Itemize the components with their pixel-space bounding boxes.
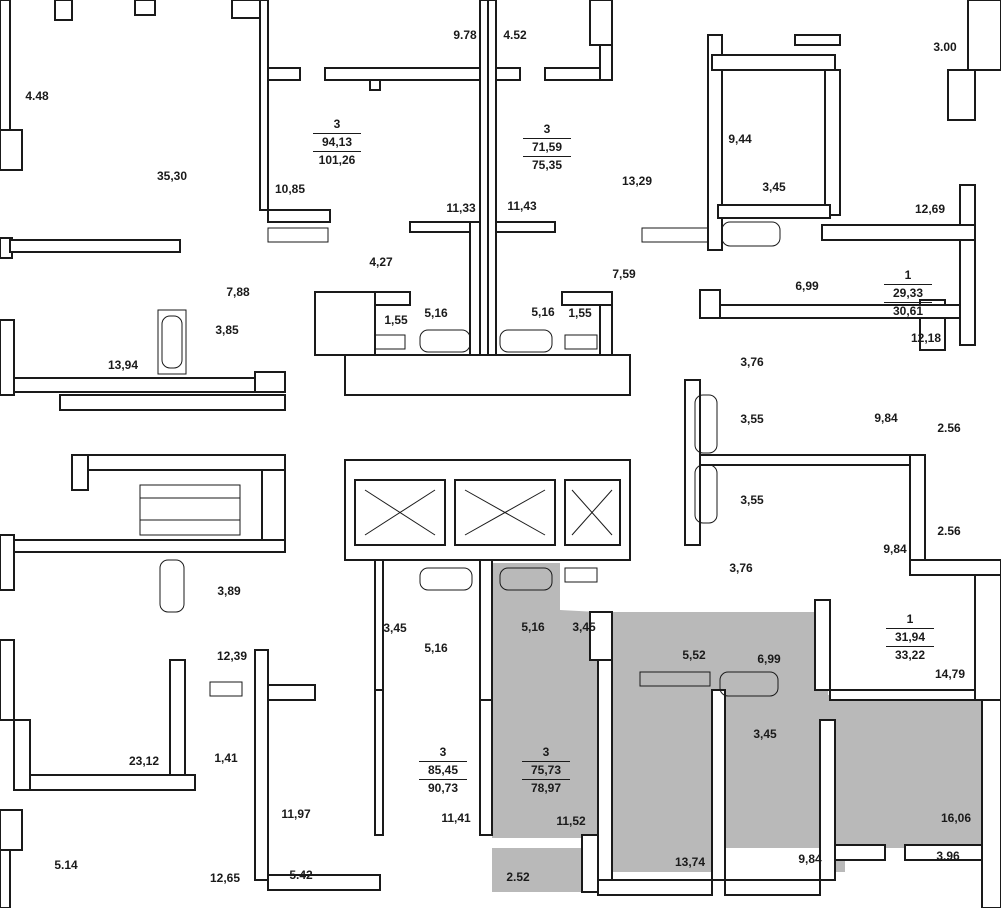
room-area-label: 3,76 (740, 355, 764, 369)
room-area-label: 9,44 (728, 132, 752, 146)
apartment-area-total: 33,22 (894, 648, 926, 662)
room-area-label: 9.78 (453, 28, 477, 42)
room-area-label: 3,55 (740, 493, 764, 507)
room-area-label: 13,94 (107, 358, 139, 372)
room-area-label: 3,45 (383, 621, 407, 635)
room-area-label: 1,41 (214, 751, 238, 765)
apartment-area: 85,45 (427, 763, 459, 777)
interior-walls (9, 0, 983, 896)
apartment-area: 31,94 (894, 630, 926, 644)
room-area-label: 12,39 (216, 649, 248, 663)
room-area-label: 23,12 (128, 754, 160, 768)
apartment-rooms: 3 (439, 745, 447, 759)
room-area-label: 12,18 (910, 331, 942, 345)
room-area-label: 3,76 (729, 561, 753, 575)
apartment-area: 29,33 (892, 286, 924, 300)
apartment-rooms: 1 (906, 612, 914, 626)
apartment-rooms: 3 (543, 122, 551, 136)
room-area-label: 5,16 (424, 641, 448, 655)
room-area-label: 14,79 (934, 667, 966, 681)
apartment-area-total: 90,73 (427, 781, 459, 795)
room-area-label: 1,55 (384, 313, 408, 327)
apartment-rooms: 3 (542, 745, 550, 759)
room-area-label: 4.48 (25, 89, 49, 103)
room-area-label: 2.52 (506, 870, 530, 884)
room-area-label: 13,29 (621, 174, 653, 188)
room-area-label: 7,59 (612, 267, 636, 281)
room-area-label: 3,45 (572, 620, 596, 634)
apartment-area: 75,73 (530, 763, 562, 777)
room-area-label: 16,06 (940, 811, 972, 825)
apartment-area-total: 78,97 (530, 781, 562, 795)
apartment-area-total: 30,61 (892, 304, 924, 318)
room-area-label: 11,52 (556, 814, 586, 828)
room-area-label: 3,85 (215, 323, 239, 337)
room-area-label: 4,27 (369, 255, 393, 269)
room-area-label: 9,84 (883, 542, 907, 556)
room-area-label: 5.42 (289, 868, 313, 882)
room-area-label: 12,65 (209, 871, 241, 885)
room-area-label: 3,89 (217, 584, 241, 598)
apartment-label: 1 31,94 33,22 (886, 612, 934, 663)
room-area-label: 3,45 (753, 727, 777, 741)
room-area-label: 6,99 (795, 279, 819, 293)
room-area-label: 9,84 (798, 852, 822, 866)
apartment-area-total: 101,26 (318, 153, 356, 167)
room-area-label: 2.56 (937, 421, 961, 435)
room-area-label: 11,33 (446, 201, 476, 215)
room-area-label: 5,16 (531, 305, 555, 319)
room-area-label: 1,55 (568, 306, 592, 320)
room-area-label: 5,16 (424, 306, 448, 320)
room-area-label: 4.52 (503, 28, 527, 42)
apartment-label: 3 75,73 78,97 (522, 745, 570, 796)
apartment-label: 3 71,59 75,35 (523, 122, 571, 173)
room-area-label: 2.56 (937, 524, 961, 538)
apartment-area-total: 75,35 (531, 158, 563, 172)
highlighted-apartment (492, 563, 982, 892)
room-area-label: 6,99 (757, 652, 781, 666)
room-area-label: 10,85 (274, 182, 306, 196)
room-area-label: 3,55 (740, 412, 764, 426)
apartment-rooms: 3 (333, 117, 341, 131)
watermark-logo: ДОМКЛИК (88, 853, 195, 875)
apartment-label: 3 94,13 101,26 (313, 117, 361, 168)
room-area-label: 5,16 (521, 620, 545, 634)
room-area-label: 9,84 (874, 411, 898, 425)
room-area-label: 3,45 (762, 180, 786, 194)
room-area-label: 35,30 (156, 169, 188, 183)
apartment-label: 3 85,45 90,73 (419, 745, 467, 796)
room-area-label: 5,52 (682, 648, 706, 662)
apartment-area: 94,13 (321, 135, 353, 149)
room-area-label: 13,74 (674, 855, 706, 869)
room-area-label: 3.00 (933, 40, 957, 54)
room-area-label: 11,97 (281, 807, 311, 821)
fixtures (139, 221, 781, 697)
room-area-label: 12,69 (914, 202, 946, 216)
room-area-label: 3.96 (936, 849, 960, 863)
apartment-area: 71,59 (531, 140, 563, 154)
apartment-label: 1 29,33 30,61 (884, 268, 932, 319)
room-area-label: 11,43 (507, 199, 537, 213)
room-area-label: 7,88 (226, 285, 250, 299)
apartment-rooms: 1 (904, 268, 912, 282)
room-area-label: 5.14 (54, 858, 78, 872)
room-area-label: 11,41 (441, 811, 471, 825)
